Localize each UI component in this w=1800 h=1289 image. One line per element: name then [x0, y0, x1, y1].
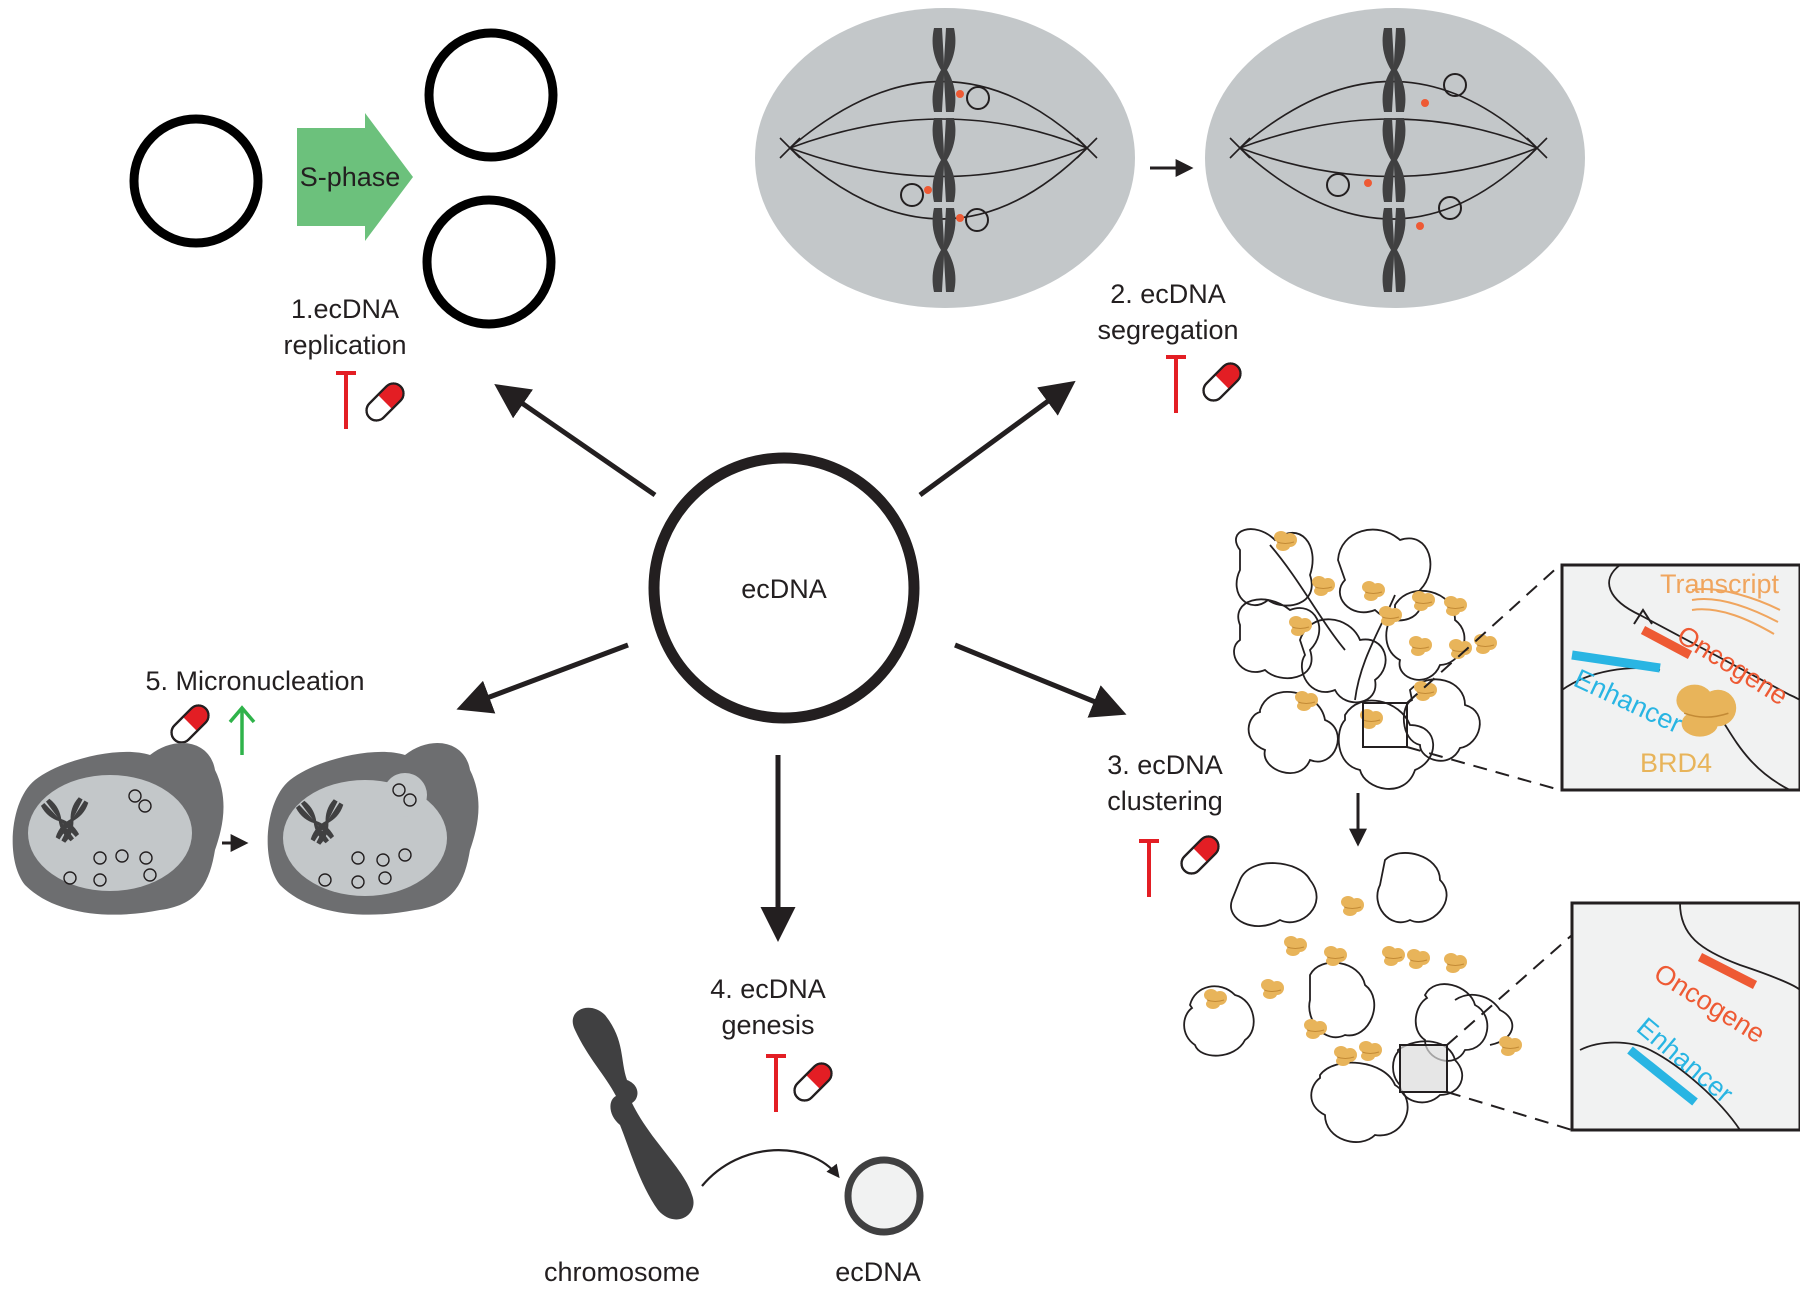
inhibitor-t-icon: [1137, 839, 1161, 899]
genesis-panel: 4. ecDNA genesis chromosome ecDNA: [544, 974, 924, 1287]
ecdna-parent-circle: [129, 114, 263, 248]
replication-title-line2: replication: [283, 330, 406, 360]
chromosome-label: chromosome: [544, 1257, 700, 1287]
genesis-title-line1: 4. ecDNA: [710, 974, 826, 1004]
inset-bottom: Oncogene Enhancer: [1570, 901, 1800, 1132]
micronucleation-title: 5. Micronucleation: [145, 666, 364, 696]
arrow-to-segregation: [918, 380, 1076, 498]
ecdna-product-label: ecDNA: [835, 1257, 921, 1287]
inset-top: Transcript Oncogene Enhancer BRD4: [1560, 563, 1800, 792]
micronucleation-panel: 5. Micronucleation: [12, 666, 479, 915]
segregation-title-line2: segregation: [1097, 315, 1238, 345]
clustering-title-line1: 3. ecDNA: [1107, 750, 1223, 780]
clustering-panel: Transcript Oncogene Enhancer BRD4: [1107, 528, 1800, 1143]
transcript-label: Transcript: [1660, 569, 1780, 599]
segregation-panel: 2. ecDNA segregation: [755, 8, 1585, 415]
chromosome-shape: [572, 1007, 694, 1220]
zoom-box-top: [1362, 702, 1408, 748]
ecdna-product-circle: [844, 1156, 924, 1236]
s-phase-label: S-phase: [300, 162, 401, 192]
replication-title-line1: 1.ecDNA: [291, 294, 399, 324]
ecdna-daughter-circle-bottom: [422, 195, 556, 329]
pill-icon: [1176, 831, 1224, 879]
replication-panel: S-phase 1.ecDNA replication: [129, 28, 558, 431]
clustering-title-line2: clustering: [1107, 786, 1223, 816]
genesis-curved-arrow: [701, 1149, 840, 1187]
pill-icon: [1198, 358, 1246, 406]
ecdna-cluster: [1233, 528, 1481, 790]
arrow-to-replication: [494, 384, 657, 498]
segregation-title-line1: 2. ecDNA: [1110, 279, 1226, 309]
ecdna-daughter-circle-top: [424, 28, 558, 162]
center-ecdna-label: ecDNA: [741, 574, 827, 604]
pill-icon: [789, 1058, 837, 1106]
genesis-title-line2: genesis: [721, 1010, 814, 1040]
s-phase-arrow: [297, 113, 413, 241]
brd4-label: BRD4: [1640, 748, 1712, 778]
zoom-box-bottom: [1399, 1044, 1448, 1093]
arrow-to-clustering: [954, 642, 1127, 718]
up-arrow-icon: [228, 705, 256, 755]
inhibitor-t-icon: [764, 1054, 788, 1114]
inhibitor-t-icon: [334, 371, 358, 431]
inhibitor-t-icon: [1164, 355, 1188, 415]
pill-icon: [166, 700, 214, 748]
center-ecdna-circle: [648, 452, 920, 724]
arrow-to-micronucleation: [456, 642, 629, 714]
pill-icon: [361, 378, 409, 426]
